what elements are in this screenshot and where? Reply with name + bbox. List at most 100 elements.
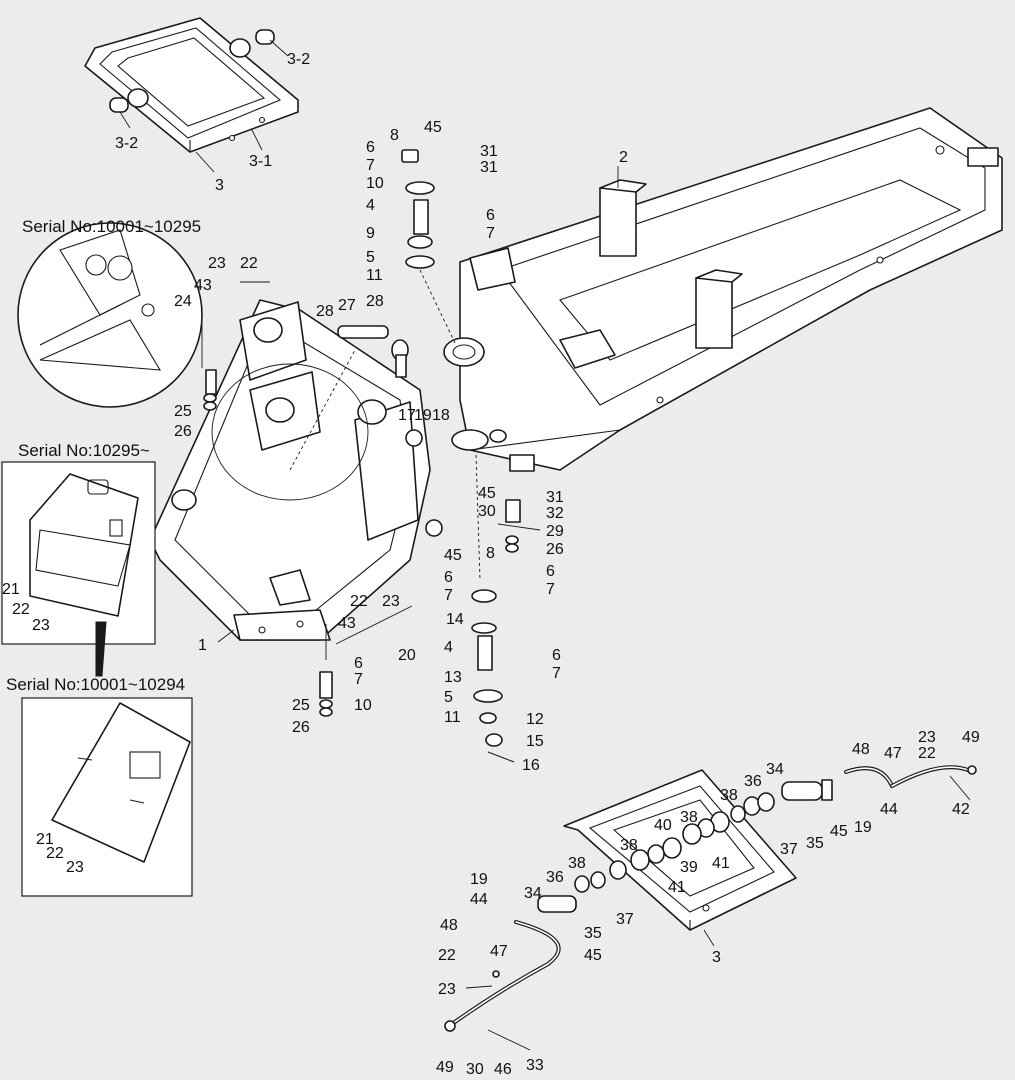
callout: 2 — [619, 149, 628, 166]
callout-labels: 3-2 3-2 3-1 3 8 45 6 7 10 31 31 2 4 9 6 … — [2, 51, 980, 1078]
callout: 40 — [654, 817, 672, 834]
callout: 3-1 — [249, 153, 272, 170]
link-pin-assembly — [337, 325, 409, 378]
callout: 19 — [414, 407, 432, 424]
callout: 17 — [398, 407, 416, 424]
callout: 10 — [354, 697, 372, 714]
leader-lines — [119, 39, 971, 1051]
callout: 26 — [174, 423, 192, 440]
callout: 8 — [390, 127, 399, 144]
callout: 7 — [546, 581, 555, 598]
callout: 37 — [780, 841, 798, 858]
callout: 25 — [292, 697, 310, 714]
bushing-stack — [537, 779, 833, 913]
callout: 21 — [36, 831, 54, 848]
callout: 6 — [444, 569, 453, 586]
callout: 6 — [546, 563, 555, 580]
callout: 6 — [366, 139, 375, 156]
callout: 25 — [174, 403, 192, 420]
callout: 45 — [584, 947, 602, 964]
callout: 21 — [2, 581, 20, 598]
callout: 34 — [524, 885, 542, 902]
callout: 31 — [480, 143, 498, 160]
callout: 8 — [486, 545, 495, 562]
callout: 11 — [366, 267, 383, 284]
callout: 23 — [66, 859, 84, 876]
callout: 22 — [438, 947, 456, 964]
upper-hinge-pin-stack — [401, 149, 457, 346]
upper-frame-plate — [84, 17, 299, 153]
callout: 36 — [744, 773, 762, 790]
callout: 10 — [366, 175, 384, 192]
callout: 24 — [174, 293, 192, 310]
hoses — [444, 765, 977, 1032]
callout: 14 — [446, 611, 464, 628]
serial-caption-top: Serial No:10001~10295 — [22, 217, 201, 236]
callout: 30 — [478, 503, 496, 520]
callout: 6 — [354, 655, 363, 672]
callout: 41 — [712, 855, 730, 872]
grease-fittings-left — [201, 281, 413, 717]
callout: 6 — [552, 647, 561, 664]
callout: 45 — [424, 119, 442, 136]
callout: 22 — [46, 845, 64, 862]
callout: 35 — [806, 835, 824, 852]
callout: 12 — [526, 711, 544, 728]
serial-caption-bottom: Serial No:10001~10294 — [6, 675, 185, 694]
callout: 35 — [584, 925, 602, 942]
callout: 22 — [12, 601, 30, 618]
callout: 19 — [470, 871, 488, 888]
callout: 29 — [546, 523, 564, 540]
ellipse-detail-callout — [211, 363, 369, 501]
callout: 43 — [338, 615, 356, 632]
callout: 3 — [712, 949, 721, 966]
callout: 41 — [668, 879, 686, 896]
callout: 7 — [354, 671, 363, 688]
callout: 47 — [884, 745, 902, 762]
callout: 1 — [198, 637, 207, 654]
callout: 5 — [366, 249, 375, 266]
callout: 23 — [382, 593, 400, 610]
callout: 38 — [568, 855, 586, 872]
callout: 3-2 — [287, 51, 310, 68]
callout: 15 — [526, 733, 544, 750]
callout: 38 — [680, 809, 698, 826]
callout: 46 — [494, 1061, 512, 1078]
callout: 16 — [522, 757, 540, 774]
callout: 7 — [486, 225, 495, 242]
callout: 30 — [466, 1061, 484, 1078]
lower-hinge-pin-stack — [471, 454, 521, 763]
callout: 49 — [436, 1059, 454, 1076]
callout: 45 — [444, 547, 462, 564]
callout: 9 — [366, 225, 375, 242]
callout: 38 — [620, 837, 638, 854]
callout: 33 — [526, 1057, 544, 1074]
callout: 20 — [398, 647, 416, 664]
callout: 7 — [366, 157, 375, 174]
callout: 28 — [366, 293, 384, 310]
plate-10294 — [51, 702, 191, 863]
detail-circle — [17, 222, 203, 408]
callout: 36 — [546, 869, 564, 886]
callout: 48 — [852, 741, 870, 758]
callout: 34 — [766, 761, 784, 778]
callout: 38 — [720, 787, 738, 804]
callout: 22 — [350, 593, 368, 610]
callout: 27 — [338, 297, 356, 314]
callout: 23 — [918, 729, 936, 746]
callout: 26 — [292, 719, 310, 736]
callout: 43 — [194, 277, 212, 294]
callout: 6 — [486, 207, 495, 224]
callout: 45 — [478, 485, 496, 502]
plate-10295 — [29, 473, 139, 617]
callout: 22 — [240, 255, 258, 272]
callout: 4 — [366, 197, 375, 214]
callout: 42 — [952, 801, 970, 818]
callout: 18 — [432, 407, 450, 424]
arrow-down-icon — [95, 621, 107, 677]
callout: 19 — [854, 819, 872, 836]
callout: 3 — [215, 177, 224, 194]
callout: 3-2 — [115, 135, 138, 152]
callout: 49 — [962, 729, 980, 746]
